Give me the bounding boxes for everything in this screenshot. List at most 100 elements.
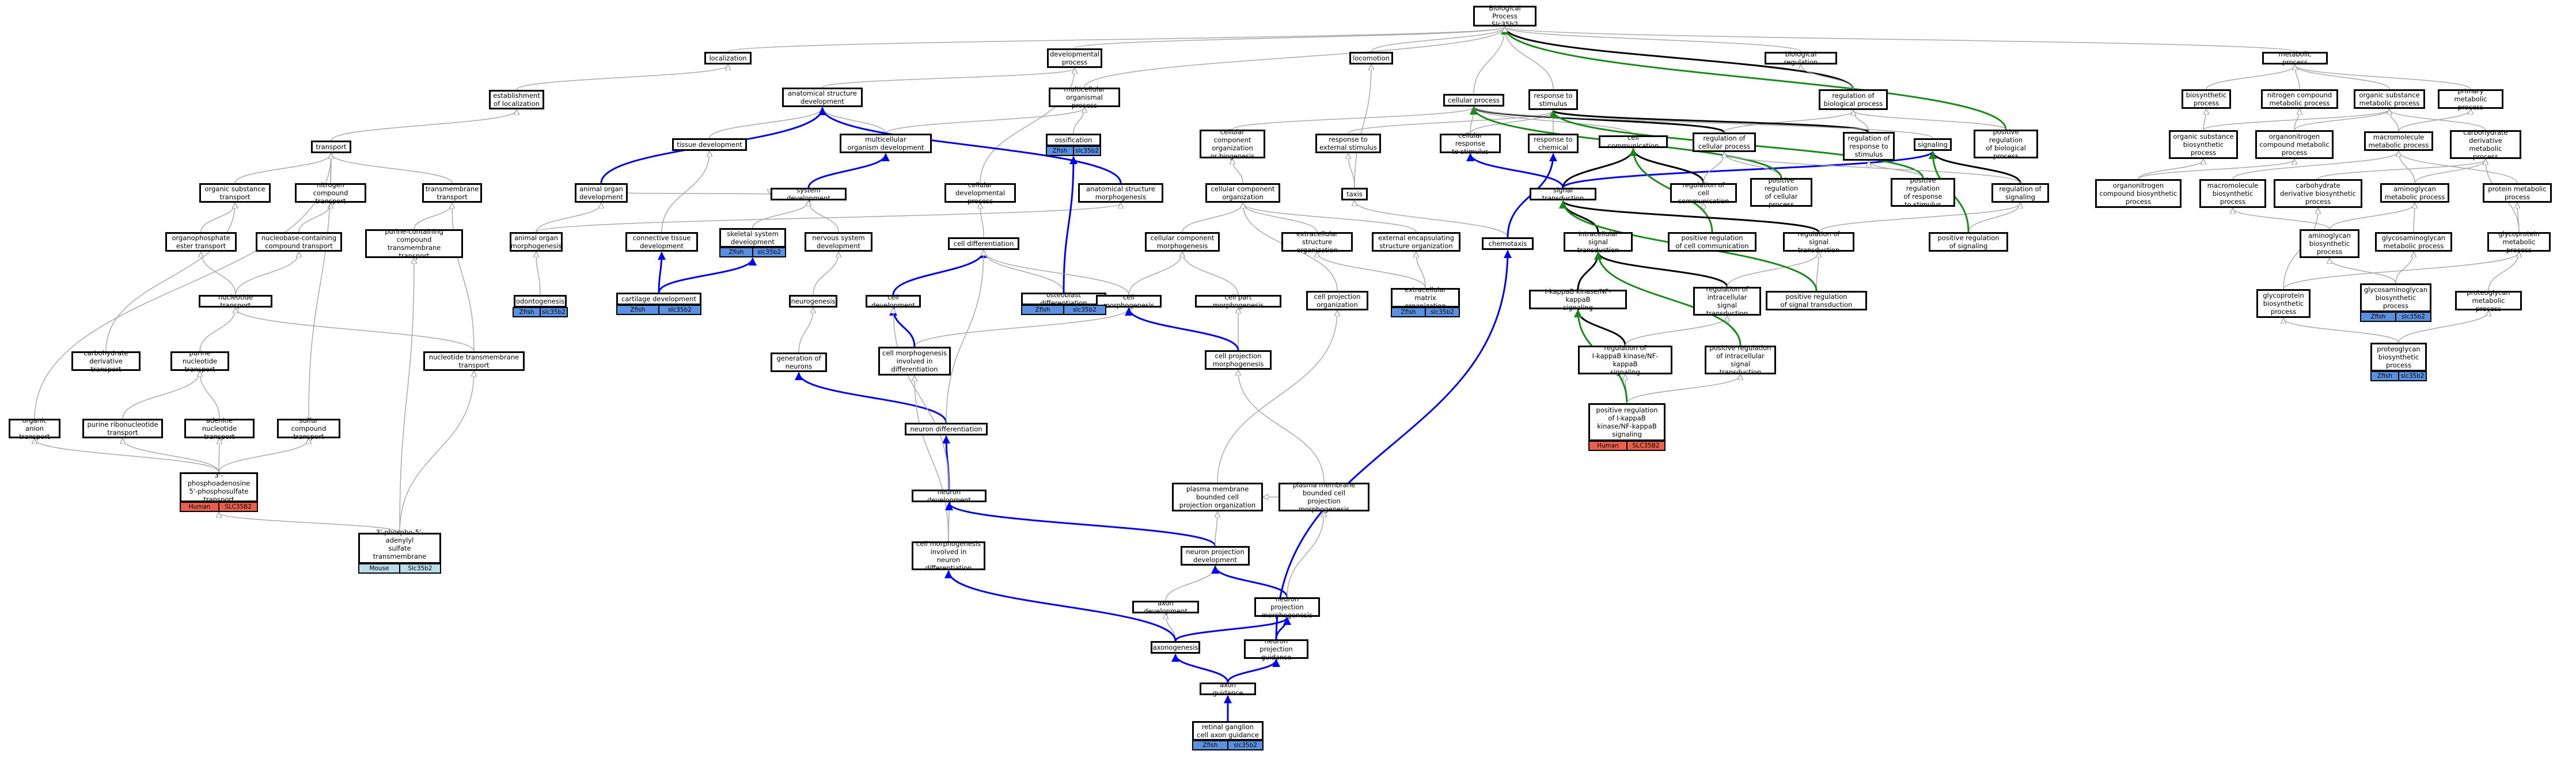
go-term-cellcomm[interactable]: cell communication xyxy=(1599,134,1668,150)
go-term-axonogen[interactable]: axonogenesis xyxy=(1151,641,1200,654)
go-term-cartdev[interactable]: cartilage development xyxy=(616,293,701,305)
go-term-proteoglymet[interactable]: proteoglycan metabolic process xyxy=(2455,289,2522,313)
go-term-regintra[interactable]: regulation of intracellular signal trans… xyxy=(1693,285,1761,317)
go-term-carbderivbio[interactable]: carbohydrate derivative biosynthetic pro… xyxy=(2274,179,2362,208)
go-term-taxis[interactable]: taxis xyxy=(1341,188,1368,200)
go-term-asd[interactable]: anatomical structure development xyxy=(782,88,863,107)
go-term-conntis[interactable]: connective tissue development xyxy=(625,232,698,252)
go-term-regikk[interactable]: regulation of I-kappaB kinase/NF-kappaB … xyxy=(1578,344,1672,376)
go-term-bp[interactable]: Biological Process Slc35b2 xyxy=(1473,4,1537,28)
go-term-organonit[interactable]: organonitrogen compound metabolic proces… xyxy=(2255,130,2334,159)
go-term-ossif[interactable]: ossification xyxy=(1046,134,1101,146)
go-term-nitmet[interactable]: nitrogen compound metabolic process xyxy=(2261,89,2338,109)
go-term-aminomet[interactable]: aminoglycan metabolic process xyxy=(2380,183,2449,203)
go-term-intrasig[interactable]: intracellular signal transduction xyxy=(1564,230,1633,254)
go-term-transmemb[interactable]: transmembrane transport xyxy=(422,183,482,203)
go-term-ccmorph[interactable]: cellular component morphogenesis xyxy=(1145,232,1220,252)
go-term-adenine[interactable]: adenine nucleotide transport xyxy=(184,416,255,441)
go-term-genneur[interactable]: generation of neurons xyxy=(771,352,827,372)
go-term-cellprojorg[interactable]: cell projection organization xyxy=(1306,291,1368,310)
go-term-nitcomptr[interactable]: nitrogen compound transport xyxy=(295,181,366,205)
go-term-respchem[interactable]: response to chemical xyxy=(1528,134,1579,153)
go-term-tissuedev[interactable]: tissue development xyxy=(672,138,747,151)
go-term-locom[interactable]: locomotion xyxy=(1349,52,1393,65)
go-term-neurogen[interactable]: neurogenesis xyxy=(789,295,837,308)
go-term-ccorg[interactable]: cellular component organization xyxy=(1205,183,1280,203)
go-term-respext[interactable]: response to external stimulus xyxy=(1315,134,1381,153)
go-term-celldevproc[interactable]: cellular developmental process xyxy=(944,181,1016,205)
go-term-respstim[interactable]: response to stimulus xyxy=(1528,89,1578,110)
go-term-neurdev[interactable]: neuron development xyxy=(912,488,987,504)
go-term-biosyn[interactable]: biosynthetic process xyxy=(2182,89,2231,109)
go-term-posregcp[interactable]: positive regulation of cellular process xyxy=(1750,176,1812,208)
go-term-ikk[interactable]: I-kappaB kinase/NF-kappaB signaling xyxy=(1529,287,1627,312)
go-term-regsig[interactable]: regulation of signaling xyxy=(1991,183,2049,203)
go-term-neurprojguid[interactable]: neuron projection guidance xyxy=(1244,637,1308,661)
go-term-axondev[interactable]: axon development xyxy=(1132,599,1199,615)
go-term-extmatrix[interactable]: extracellular matrix organization xyxy=(1391,286,1460,310)
go-term-chemotaxis[interactable]: chemotaxis xyxy=(1482,237,1534,250)
go-term-orgsubbio[interactable]: organic substance biosynthetic process xyxy=(2169,130,2238,159)
go-term-signaling[interactable]: signaling xyxy=(1914,138,1952,151)
go-term-pap[interactable]: 3'-phospho-5'-adenylyl sulfate transmemb… xyxy=(358,528,441,568)
go-term-odonto[interactable]: odontogenesis xyxy=(514,295,567,308)
go-term-regcc[interactable]: regulation of cell communication xyxy=(1670,181,1737,205)
go-term-regcp[interactable]: regulation of cellular process xyxy=(1693,132,1756,152)
go-term-axonguid[interactable]: axon guidance xyxy=(1200,681,1256,697)
go-term-orgsubtr[interactable]: organic substance transport xyxy=(199,183,271,203)
go-term-mcod[interactable]: multicellular organism development xyxy=(840,134,932,153)
go-term-glycoprotbio[interactable]: glycoprotein biosynthetic process xyxy=(2256,289,2311,318)
go-term-estloc[interactable]: establishment of localization xyxy=(489,90,544,109)
go-term-primmet[interactable]: primary metabolic process xyxy=(2438,87,2503,111)
go-term-animorgdev[interactable]: animal organ development xyxy=(575,183,628,203)
go-term-metab[interactable]: metabolic process xyxy=(2262,50,2328,66)
go-term-posregintra[interactable]: positive regulation of intracellular sig… xyxy=(1705,344,1776,376)
go-term-cellprojmorph[interactable]: cell projection morphogenesis xyxy=(1205,350,1272,370)
go-term-posregikk[interactable]: positive regulation of I-kappaB kinase/N… xyxy=(1588,403,1666,441)
go-term-mod[interactable]: multicellular organismal process xyxy=(1049,85,1120,109)
go-term-posregresp[interactable]: positive regulation of response to stimu… xyxy=(1891,176,1955,208)
go-term-neurprojdev[interactable]: neuron projection development xyxy=(1181,546,1250,566)
go-term-ecmorg[interactable]: extracellular structure organization xyxy=(1281,230,1353,254)
go-term-cellpartmorph[interactable]: cell part morphogenesis xyxy=(1195,293,1281,309)
go-term-posregbp[interactable]: positive regulation of biological proces… xyxy=(1974,128,2038,160)
go-term-regsigtrans[interactable]: regulation of signal transduction xyxy=(1783,230,1854,254)
go-term-carbderivtr[interactable]: carbohydrate derivative transport xyxy=(71,349,141,373)
go-term-posregcc[interactable]: positive regulation of cell communicatio… xyxy=(1668,232,1756,252)
go-term-macromet[interactable]: macromolecule metabolic process xyxy=(2364,131,2433,151)
go-term-organophos[interactable]: organophosphate ester transport xyxy=(165,232,237,252)
go-term-nucbase[interactable]: nucleobase-containing compound transport xyxy=(256,232,342,252)
go-term-purinetm[interactable]: purine-containing compound transmembrane… xyxy=(365,228,463,260)
go-term-transport[interactable]: transport xyxy=(311,141,351,153)
go-term-posregsigtrans[interactable]: positive regulation of signal transducti… xyxy=(1766,291,1867,310)
go-term-proteoglybio[interactable]: proteoglycan biosynthetic process xyxy=(2370,343,2427,371)
go-term-cellproc[interactable]: cellular process xyxy=(1443,94,1504,107)
go-term-asm[interactable]: anatomical structure morphogenesis xyxy=(1078,183,1163,203)
go-term-cellmorph[interactable]: cell morphogenesis xyxy=(1096,293,1162,309)
go-term-gagbio[interactable]: glycosaminoglycan biosynthetic process xyxy=(2360,283,2431,312)
go-term-regresp[interactable]: regulation of response to stimulus xyxy=(1843,132,1895,161)
go-term-loc[interactable]: localization xyxy=(704,52,752,65)
go-term-neurdiff[interactable]: neuron differentiation xyxy=(905,423,988,435)
go-term-sysdev[interactable]: system development xyxy=(771,186,847,202)
go-term-protmet[interactable]: protein metabolic process xyxy=(2483,183,2552,203)
go-term-aminobio[interactable]: aminoglycan biosynthetic process xyxy=(2300,229,2359,258)
go-term-purinenuc[interactable]: purine nucleotide transport xyxy=(170,349,229,373)
go-term-ccob[interactable]: cellular component organization or bioge… xyxy=(1200,128,1265,160)
go-term-pmbcellmorph[interactable]: plasma membrane bounded cell projection … xyxy=(1278,481,1369,513)
go-term-nervdev[interactable]: nervous system development xyxy=(805,232,872,252)
go-term-devproc[interactable]: developmental process xyxy=(1047,48,1102,68)
go-term-nuctm[interactable]: nucleotide transmembrane transport xyxy=(423,351,525,371)
go-term-neurprojmorph[interactable]: neuron projection morphogenesis xyxy=(1254,595,1320,619)
go-term-bioreg[interactable]: biological regulation xyxy=(1765,50,1837,66)
go-term-animorgmorph[interactable]: animal organ morphogenesis xyxy=(510,232,563,252)
